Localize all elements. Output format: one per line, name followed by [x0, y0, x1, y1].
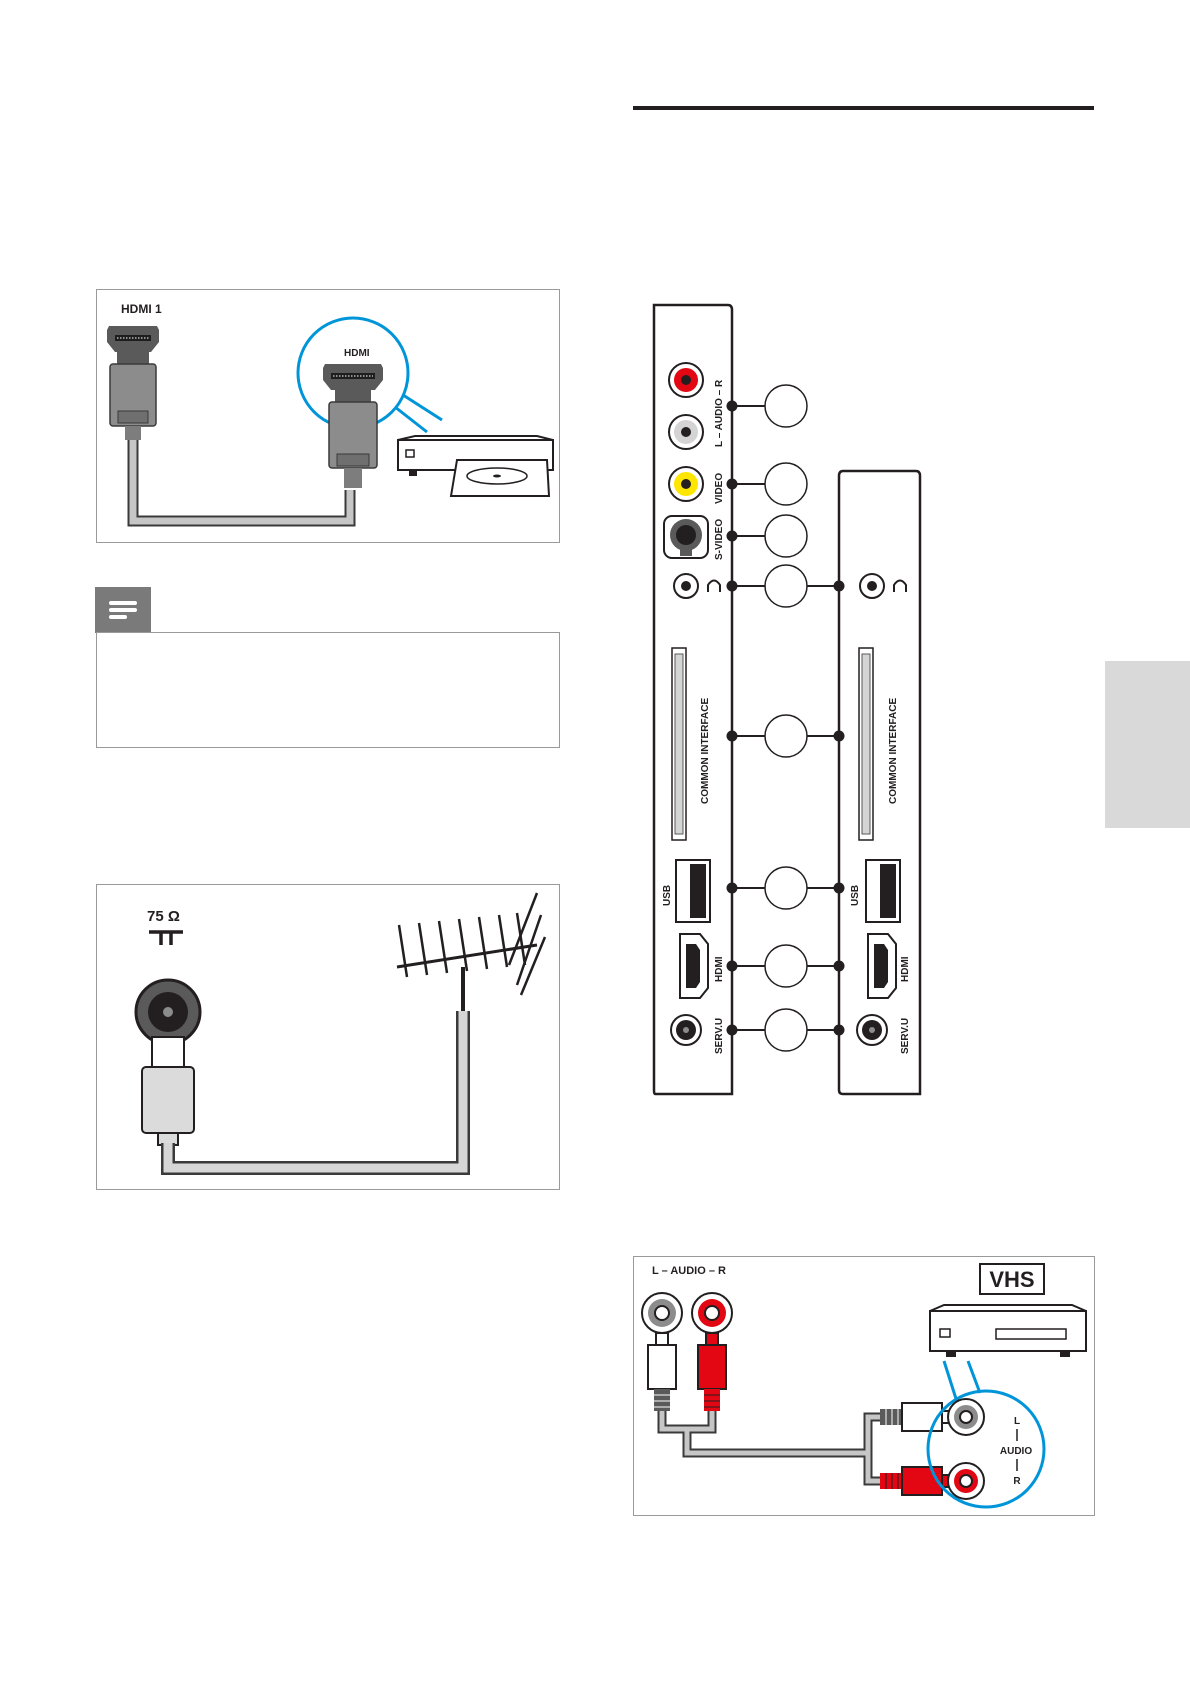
section-rule: [633, 106, 1094, 110]
headphone-jack-icon: [673, 573, 721, 599]
s-video-label: S-VIDEO: [714, 519, 725, 560]
common-interface-slot-icon: [671, 647, 687, 841]
headphone-jack-right-icon: [859, 573, 907, 599]
vhs-callout-circle: [926, 1389, 1046, 1509]
callout-circle: [764, 1008, 808, 1052]
hdmi-port-icon: [679, 933, 709, 999]
hdmi-plug-device-icon: [323, 364, 383, 488]
audio-l-jack-icon: [668, 414, 704, 450]
impedance-label: 75 Ω: [147, 908, 180, 925]
red-rca-plug-icon: [697, 1332, 727, 1411]
common-interface-label: COMMON INTERFACE: [700, 698, 711, 804]
vhs-audio-connection-diagram: L – AUDIO – R VHS: [641, 1263, 1087, 1509]
tv-audio-l-jack-icon: [641, 1292, 683, 1334]
audio-r-jack-icon: [668, 362, 704, 398]
service-port-right-icon: [856, 1014, 888, 1046]
jack-r-label: R: [1013, 1476, 1021, 1487]
side-connectors-diagram: L – AUDIO – R VIDEO S-VIDEO COMMON INTER…: [652, 303, 922, 1096]
white-rca-plug-icon: [647, 1332, 677, 1411]
callout-circle: [764, 564, 808, 608]
note-lines-icon: [95, 587, 151, 633]
usb-port-icon: [675, 859, 711, 923]
common-interface-slot-right-icon: [858, 647, 874, 841]
hdmi-label: HDMI: [714, 956, 725, 982]
device-audio-l-jack-icon: [947, 1398, 985, 1436]
hdmi-diagram-box: HDMI 1 HDMI: [96, 289, 560, 543]
coax-plug-icon: [141, 1036, 195, 1146]
antenna-icon: [396, 892, 547, 1011]
side-panel-left: [652, 303, 734, 1096]
device-audio-r-jack-icon: [947, 1462, 985, 1500]
hdmi-plug-tv-icon: [107, 326, 159, 440]
usb-label-right: USB: [850, 885, 861, 906]
callout-circle: [764, 866, 808, 910]
side-tab: [1105, 661, 1190, 828]
hdmi-device-port-label: HDMI: [344, 348, 370, 359]
usb-port-right-icon: [865, 859, 901, 923]
coax-port-symbol-icon: [149, 930, 183, 945]
vhs-port-label: L – AUDIO – R: [652, 1265, 726, 1277]
note-box: [96, 632, 560, 748]
antenna-diagram-box: 75 Ω: [96, 884, 560, 1190]
callout-circle: [764, 462, 808, 506]
callout-circle: [764, 514, 808, 558]
serv-u-label: SERV.U: [714, 1018, 725, 1054]
vcr-device-icon: [929, 1304, 1087, 1357]
antenna-connection-diagram: 75 Ω: [134, 892, 547, 1175]
video-label: VIDEO: [714, 473, 725, 504]
hdmi-port-label: HDMI 1: [121, 302, 162, 316]
serv-u-label-right: SERV.U: [900, 1018, 911, 1054]
antenna-cable: [161, 1011, 470, 1175]
red-rca-plug-device-icon: [880, 1466, 955, 1496]
service-port-icon: [670, 1014, 702, 1046]
vhs-logo-icon: VHS: [979, 1263, 1045, 1295]
hdmi-cable: [127, 440, 356, 527]
dvd-player-icon: [397, 435, 554, 497]
s-video-jack-icon: [663, 515, 709, 559]
hdmi-label-right: HDMI: [900, 956, 911, 982]
callout-circle: [764, 714, 808, 758]
white-rca-plug-device-icon: [880, 1402, 955, 1432]
common-interface-label-right: COMMON INTERFACE: [888, 698, 899, 804]
side-panel-diagram: L – AUDIO – R VIDEO S-VIDEO COMMON INTER…: [650, 302, 930, 1099]
hdmi-port-right-icon: [867, 933, 897, 999]
hdmi-connection-diagram: HDMI 1 HDMI: [107, 302, 554, 527]
vhs-logo-text: VHS: [989, 1267, 1034, 1292]
vhs-diagram-box: L – AUDIO – R VHS: [633, 1256, 1095, 1516]
video-jack-icon: [668, 466, 704, 502]
audio-cable: [657, 1411, 882, 1486]
coax-port-icon: [134, 978, 202, 1046]
callout-circle: [764, 384, 808, 428]
tv-audio-r-jack-icon: [691, 1292, 733, 1334]
usb-label: USB: [662, 885, 673, 906]
jack-l-label: L: [1014, 1416, 1020, 1427]
jack-audio-label: AUDIO: [1000, 1446, 1032, 1457]
callout-circle: [764, 944, 808, 988]
side-panel-right: [837, 469, 922, 1096]
audio-label: L – AUDIO – R: [714, 379, 725, 447]
